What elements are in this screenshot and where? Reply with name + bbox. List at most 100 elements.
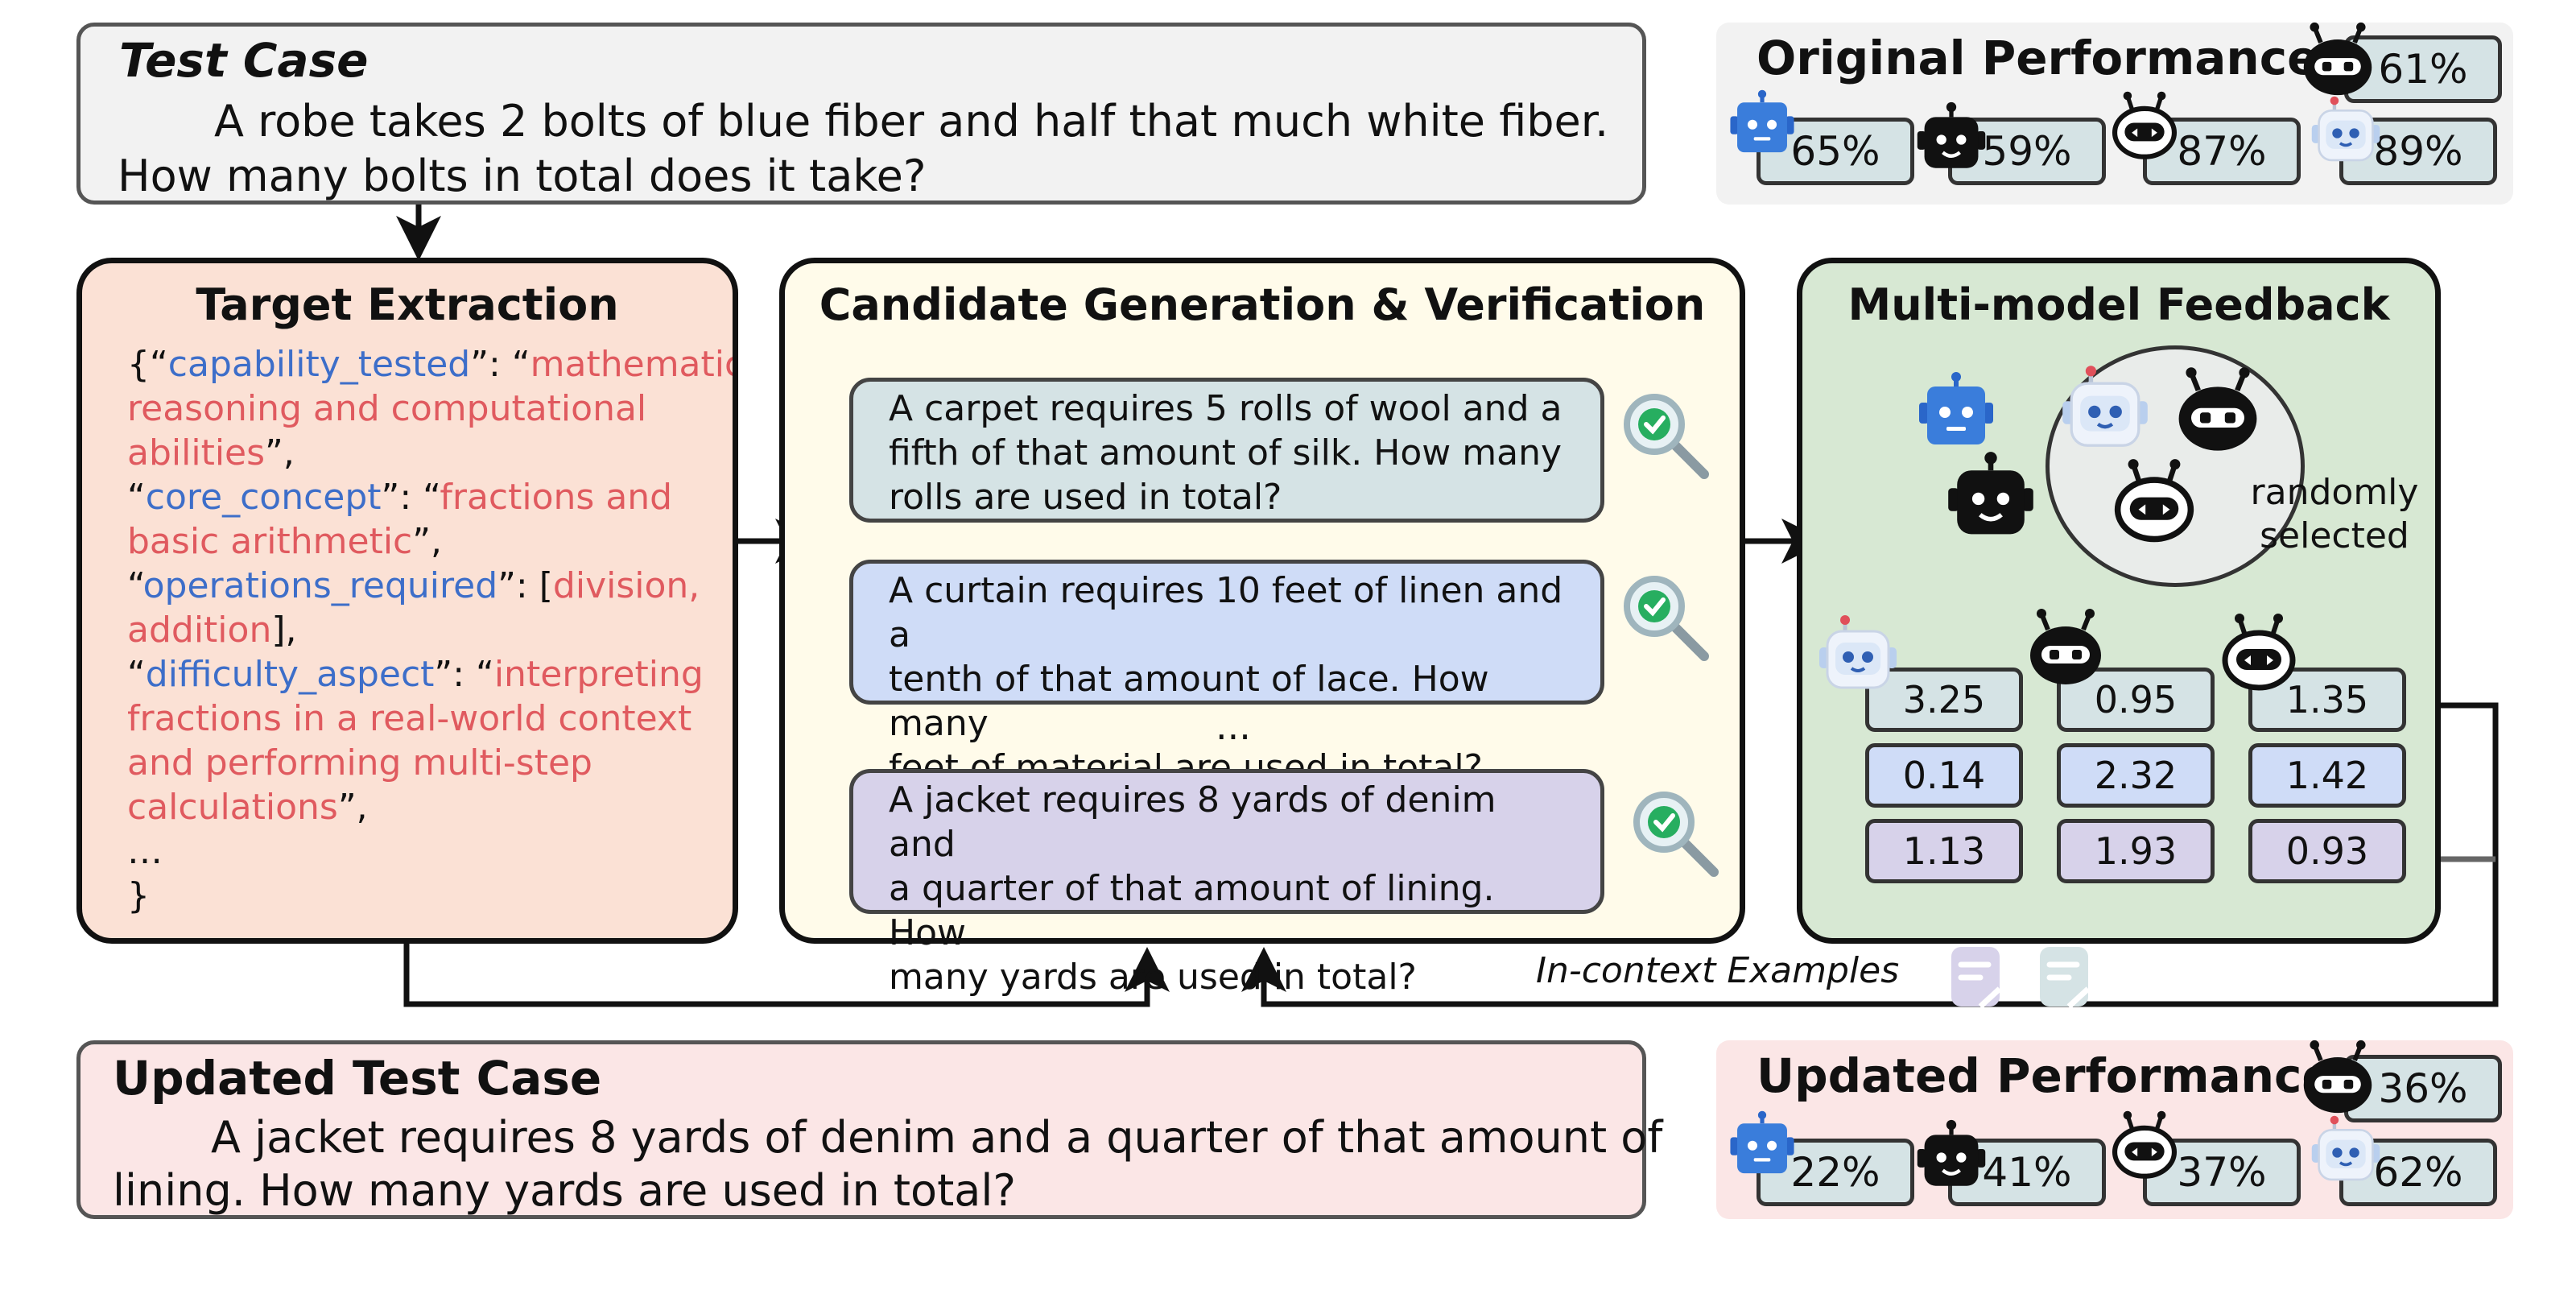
test-case-title: Test Case (119, 33, 369, 88)
label-line: selected (2260, 515, 2409, 556)
robot-icon-black-antenna (2299, 1039, 2376, 1116)
test-case-line1: A robe takes 2 bolts of blue fiber and h… (214, 96, 1609, 147)
json-punctuation: … (127, 831, 163, 872)
json-line: basic arithmetic”, (127, 519, 733, 564)
robot-icon-blue (1728, 1110, 1797, 1179)
json-punctuation: “ (127, 565, 143, 606)
extraction-json: {“capability_tested”: “mathematicalreaso… (127, 342, 733, 918)
updated-test-case-line2: lining. How many yards are used in total… (113, 1165, 1017, 1216)
in-context-examples-label: In-context Examples (1536, 950, 1900, 991)
document-icon (2040, 947, 2091, 1009)
candidate-1-line: rolls are used in total? (889, 477, 1282, 518)
candidate-3-line: A jacket requires 8 yards of denim and (889, 779, 1496, 865)
updated-test-case-title: Updated Test Case (113, 1051, 602, 1106)
candidate-3-line: many yards are used in total? (889, 957, 1417, 998)
score-cell: 1.93 (2057, 819, 2215, 883)
multi-model-feedback-title: Multi-model Feedback (1847, 279, 2390, 330)
score-cell: 0.95 (2057, 668, 2215, 732)
perf-value: 61% (2344, 35, 2502, 103)
candidate-generation-panel: Candidate Generation & Verification A ca… (779, 258, 1745, 998)
robot-icon-outline (2109, 90, 2180, 161)
json-punctuation: } (127, 875, 150, 916)
test-case-box: Test Case A robe takes 2 bolts of blue f… (76, 23, 1646, 205)
json-key: core_concept (145, 477, 382, 518)
robot-icon-blue (1728, 89, 1797, 158)
json-value: abilities (127, 432, 266, 473)
candidate-2-line: A curtain requires 10 feet of linen and … (889, 570, 1563, 655)
json-punctuation: ”: “ (470, 344, 530, 385)
robot-icon-white (1818, 614, 1898, 694)
randomly-selected-label: randomly selected (2250, 471, 2419, 558)
candidate-1-line: A carpet requires 5 rolls of wool and a (889, 388, 1563, 429)
robot-icon-outline (2109, 1110, 2180, 1180)
updated-test-case-line1: A jacket requires 8 yards of denim and a… (211, 1112, 1663, 1163)
robot-icon-outline (2111, 457, 2198, 544)
target-extraction-panel: Target Extraction {“capability_tested”: … (76, 258, 738, 944)
json-punctuation: ”, (412, 521, 443, 562)
score-cell: 0.93 (2248, 819, 2406, 883)
candidate-ellipsis: ... (1216, 705, 1251, 748)
target-extraction-title: Target Extraction (196, 279, 619, 330)
json-value: and performing multi-step (127, 742, 592, 783)
json-value: addition (127, 610, 272, 651)
robot-icon-blue (1916, 370, 1996, 451)
json-punctuation: “ (127, 654, 146, 695)
json-value: fractions and (440, 477, 673, 518)
robot-icon-black (1916, 101, 1987, 172)
json-punctuation: ”, (337, 787, 368, 828)
perf-value: 87% (2143, 118, 2301, 185)
json-key: operations_required (142, 565, 498, 606)
candidate-2: A curtain requires 10 feet of linen and … (849, 560, 1604, 788)
json-punctuation: ], (271, 610, 297, 651)
robot-icon-white (2310, 1114, 2381, 1185)
candidate-3: A jacket requires 8 yards of denim and a… (849, 769, 1604, 998)
verify-magnifier-icon (1624, 394, 1709, 479)
candidate-2-line: tenth of that amount of lace. How many (889, 659, 1489, 744)
score-cell: 3.25 (1865, 668, 2023, 732)
score-cell: 0.14 (1865, 743, 2023, 808)
robot-icon-white (2310, 95, 2381, 166)
json-punctuation: ”: “ (434, 654, 494, 695)
json-value: fractions in a real-world context (127, 698, 692, 739)
arrow-extraction-loop (403, 944, 1170, 1007)
verify-magnifier-icon (1633, 792, 1719, 877)
score-cell: 1.42 (2248, 743, 2406, 808)
json-key: capability_tested (167, 344, 471, 385)
json-value: mathematical (530, 344, 733, 385)
robot-icon-white (2061, 364, 2149, 453)
json-line: and performing multi-step (127, 741, 733, 785)
document-icon (1951, 947, 2002, 1009)
json-punctuation: ”: “ (381, 477, 440, 518)
json-value: basic arithmetic (127, 521, 413, 562)
original-performance-title: Original Performance (1757, 31, 2319, 85)
robot-icon-black (1916, 1119, 1987, 1190)
test-case-line2: How many bolts in total does it take? (118, 151, 927, 201)
json-line: “operations_required”: [division, (127, 564, 733, 608)
robot-icon-black-antenna (2299, 21, 2376, 98)
json-key: difficulty_aspect (145, 654, 435, 695)
json-punctuation: “ (127, 477, 146, 518)
candidate-1-line: fifth of that amount of silk. How many (889, 432, 1562, 473)
robot-icon-black-antenna (2174, 366, 2262, 454)
json-line: “difficulty_aspect”: “interpreting (127, 652, 733, 697)
json-line: calculations”, (127, 785, 733, 829)
score-cell: 1.13 (1865, 819, 2023, 883)
robot-icon-outline (2219, 612, 2299, 692)
candidate-3-line: a quarter of that amount of lining. How (889, 868, 1495, 953)
robot-icon-black (1946, 451, 2035, 539)
json-value: interpreting (493, 654, 704, 695)
multi-model-feedback-panel: Multi-model Feedback randomly selected 3… (1797, 258, 2441, 944)
json-line: {“capability_tested”: “mathematical (127, 342, 733, 387)
json-punctuation: ”, (265, 432, 295, 473)
robot-icon-black-antenna (2025, 607, 2106, 688)
arrow-feedback-loop (1241, 702, 2499, 1007)
perf-value: 37% (2143, 1139, 2301, 1206)
updated-test-case-box: Updated Test Case A jacket requires 8 ya… (76, 1040, 1662, 1219)
json-punctuation: ”: [ (497, 565, 553, 606)
label-line: randomly (2250, 472, 2419, 513)
verify-magnifier-icon (1624, 576, 1709, 661)
score-cell: 2.32 (2057, 743, 2215, 808)
json-punctuation: {“ (127, 344, 168, 385)
json-line: … (127, 829, 733, 874)
json-value: calculations (127, 787, 338, 828)
